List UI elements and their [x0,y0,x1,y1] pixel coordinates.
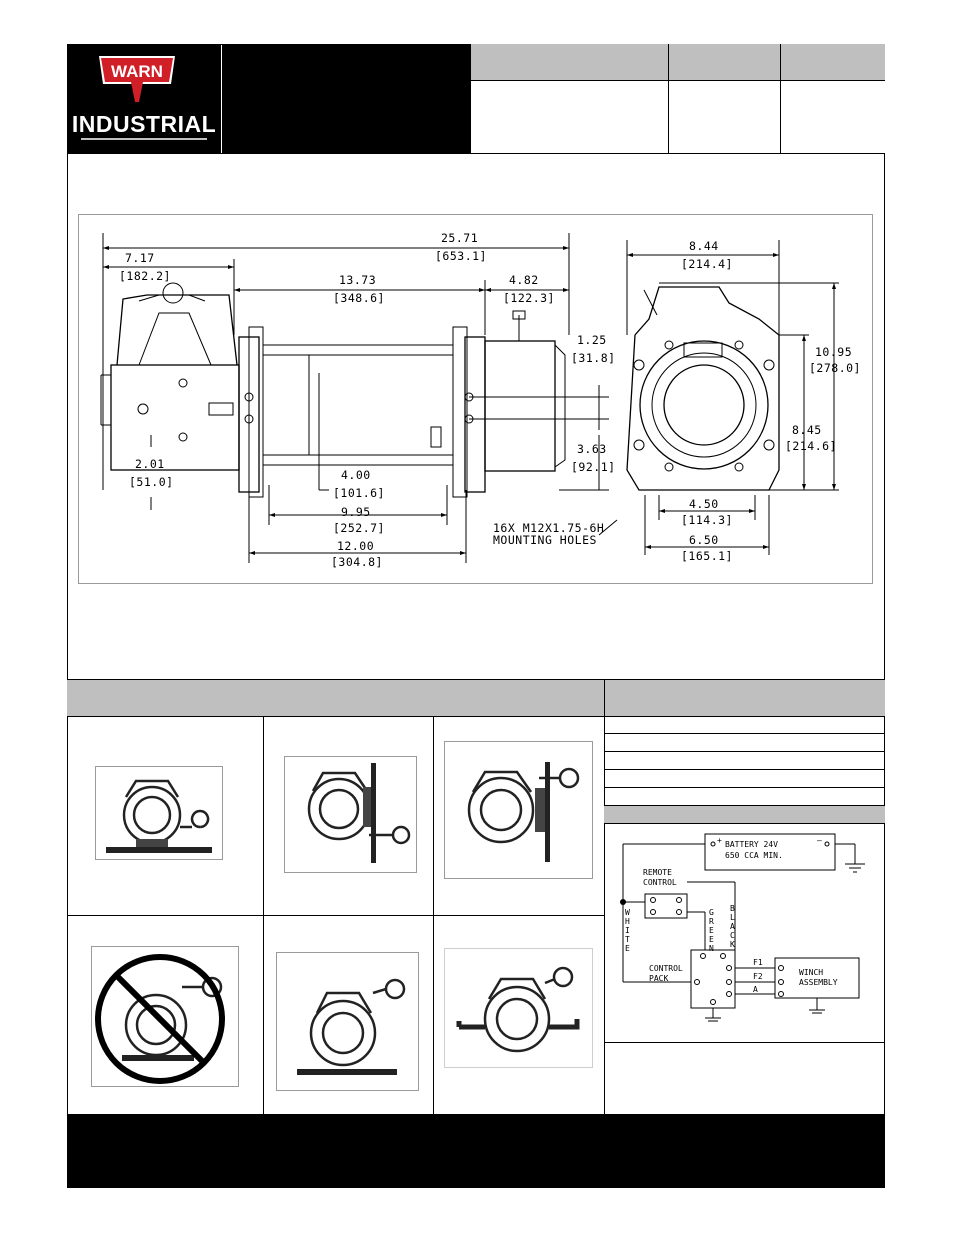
dim-motor-end: 7.17 [125,251,155,265]
winch-wall-mount-icon [307,763,411,863]
winch-cable-up-icon [297,978,406,1075]
dimension-drawing: 25.71 [653.1] 7.17 [182.2] 13.73 [348.6]… [78,214,873,584]
header-value-3 [781,80,885,153]
winch-assembly-label-1: WINCH [799,968,824,977]
dim-base-width: 6.50 [689,533,719,547]
dim-body-height: 8.45 [792,423,822,437]
battery-minus: – [817,836,822,845]
terminal-a: A [753,985,758,994]
column-divider [604,680,605,1114]
mounting-holes-note-1: 16X M12X1.75-6H [493,521,605,535]
header-col-1 [471,44,669,80]
mount-photo-wall [284,756,417,873]
control-pack-label-2: PACK [649,974,669,983]
terminal-f1: F1 [753,958,763,967]
header-value-2 [669,80,781,153]
dim-hole-height-mm: [92.1] [571,460,616,474]
wire-black-label: BLACK [730,904,735,949]
winch-floor-mount-icon [106,779,212,853]
dim-total-height: 10.95 [815,345,853,359]
terminal-f2: F2 [753,972,763,981]
battery-plus: + [717,836,722,845]
footer-bar [67,1114,885,1188]
dim-drum-dia: 4.00 [341,468,371,482]
header-bottom-line [67,716,885,717]
dim-hole-offset-mm: [31.8] [571,351,616,365]
header-divider [67,153,885,154]
logo-industrial-text: INDUSTRIAL [72,111,216,137]
control-pack-label-1: CONTROL [649,964,683,973]
spec-row-5 [604,788,885,806]
wiring-diagram: BATTERY 24V 650 CCA MIN. + – REMOTE CONT… [605,824,885,1042]
spec-row-1 [604,716,885,734]
header-title-block [222,44,471,153]
dim-base-width-mm: [165.1] [681,549,733,563]
logo-block: WARN INDUSTRIAL [67,44,221,153]
mount-photo-floor [95,766,223,860]
dim-hole-offset: 1.25 [577,333,607,347]
wire-green-label: GREEN [709,908,714,953]
dim-end-width: 8.44 [689,239,719,253]
dim-end-width-mm: [214.4] [681,257,733,271]
battery-label-1: BATTERY 24V [725,840,778,849]
dim-gear-end-mm: [122.3] [503,291,555,305]
wire-white-label: WHITE [625,908,630,953]
winch-wall-high-icon [467,762,580,862]
wiring-diagram-svg [620,833,865,1022]
dim-bolt-spacing: 4.50 [689,497,719,511]
spec-row-3 [604,752,885,770]
dim-base-offset: 2.01 [135,457,165,471]
dim-motor-end-mm: [182.2] [119,269,171,283]
prohibited-mount-icon [95,954,225,1084]
spec-row-2 [604,734,885,752]
mount-photo-wall-high [444,741,593,879]
mounting-holes-note-2: MOUNTING HOLES [493,533,597,547]
dim-drum-length-mm: [252.7] [333,521,385,535]
winch-drawing-svg [100,233,839,563]
dim-drum-section-mm: [348.6] [333,291,385,305]
logo-warn-text: WARN [111,62,163,81]
header-value-1 [471,80,669,153]
grid-hline [67,915,604,916]
remote-label-1: REMOTE [643,868,672,877]
spec-row-4 [604,770,885,788]
winch-assembly-label-2: ASSEMBLY [799,978,838,987]
mount-photo-bracket [444,948,593,1068]
dim-overall-length-mm: [653.1] [435,249,487,263]
remote-label-2: CONTROL [643,878,677,887]
battery-label-2: 650 CCA MIN. [725,851,783,860]
dim-base-offset-mm: [51.0] [129,475,174,489]
dim-overall-length: 25.71 [441,231,479,245]
section-divider [67,679,885,680]
wiring-bottom-line [604,1042,885,1043]
winch-bracket-mount-icon [456,966,580,1053]
dim-body-height-mm: [214.6] [785,439,837,453]
mounting-positions-header [67,680,604,716]
specs-header [605,680,885,716]
dim-drum-length: 9.95 [341,505,371,519]
warn-logo: WARN INDUSTRIAL [72,56,216,140]
dim-total-height-mm: [278.0] [809,361,861,375]
mount-photo-prohibited [91,946,239,1087]
dim-drum-dia-mm: [101.6] [333,486,385,500]
dim-drum-section: 13.73 [339,273,377,287]
header-col-2 [669,44,781,80]
dim-mount-length-mm: [304.8] [331,555,383,569]
header-col-3 [781,44,885,80]
wiring-header [604,806,885,824]
dim-bolt-spacing-mm: [114.3] [681,513,733,527]
dim-gear-end: 4.82 [509,273,539,287]
dim-mount-length: 12.00 [337,539,375,553]
mount-photo-cable-up [276,952,419,1091]
dim-hole-height: 3.63 [577,442,607,456]
